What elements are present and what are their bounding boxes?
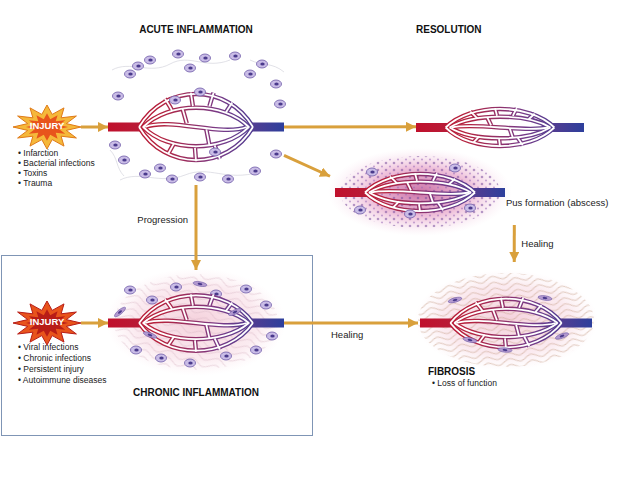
arrow-connector [81,321,108,324]
bullet-item: • Chronic infections [18,354,91,364]
panel-heading: RESOLUTION [416,24,482,36]
abscess-art [328,148,512,236]
acute-inflammation-art [108,50,286,183]
fibrosis-panel: FIBROSIS• Loss of function [418,262,593,362]
arrow-connector [513,225,516,262]
fibrosis-art [414,270,598,370]
chronic-frame [2,256,313,436]
arrow-connector [81,125,108,128]
abscess-panel: Pus formation (abscess) [330,150,520,225]
panel-heading: FIBROSIS [428,366,475,378]
bullet-item: • Trauma [18,179,52,189]
edge-label: Healing [331,329,363,340]
panel-heading: CHRONIC INFLAMMATION [108,387,284,399]
edge-label: Healing [521,238,553,249]
bullet-item: • Viral infections [18,343,78,353]
arrow-connector [284,125,416,128]
arrow-connector [284,321,418,324]
panel-label: Pus formation (abscess) [506,198,608,209]
injury-label: INJURY [13,121,81,132]
bullet-item: • Bacterial infections [18,159,95,169]
bullet-item: • Infarction [18,149,58,159]
acute-inflammation-panel: ACUTE INFLAMMATION [108,50,284,185]
resolution-art [416,108,584,147]
bullet-item: • Loss of function [432,379,497,389]
panel-heading: ACUTE INFLAMMATION [108,24,284,36]
injury-starburst-art [13,105,81,345]
chronic-inflammation-art [106,268,286,376]
connector-group [81,127,514,323]
arrow-connector [284,155,330,176]
injury-starburst: INJURY• Viral infections• Chronic infect… [13,301,81,345]
bullet-item: • Autoimmune diseases [18,376,107,386]
resolution-panel: RESOLUTION [416,95,584,160]
injury-starburst: INJURY• Infarction• Bacterial infections… [13,105,81,149]
injury-label: INJURY [13,317,81,328]
bullet-item: • Toxins [18,169,47,179]
bullet-item: • Persistent injury [18,365,84,375]
arrow-connector [195,185,198,270]
edge-label: Progression [137,214,188,225]
chronic-inflammation-panel: CHRONIC INFLAMMATION [108,270,284,378]
